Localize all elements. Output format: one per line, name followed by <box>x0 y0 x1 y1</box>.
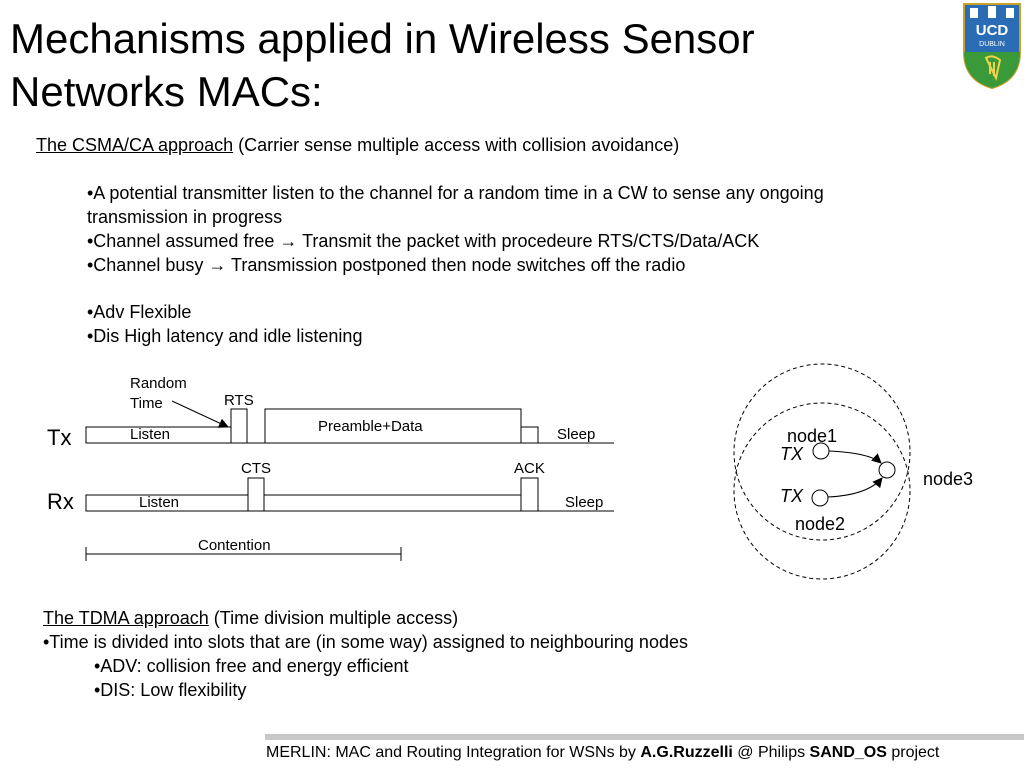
tdma-adv: •ADV: collision free and energy efficien… <box>94 656 409 676</box>
tdma-heading-line: The TDMA approach (Time division multipl… <box>43 606 458 630</box>
contention-bracket <box>85 547 402 561</box>
csma-bullet-1-cont: transmission in progress <box>87 207 283 227</box>
node1-range-circle <box>733 363 911 541</box>
cts-label: CTS <box>241 460 271 477</box>
cts-block <box>247 477 265 512</box>
tx-arrow-2 <box>827 477 883 498</box>
tdma-heading: The TDMA approach <box>43 608 209 628</box>
footer-author: A.G.Ruzzelli <box>640 744 733 761</box>
rts-block <box>230 408 248 444</box>
csma-adv: •Adv Flexible <box>87 302 192 322</box>
contention-label: Contention <box>198 537 271 554</box>
csma-heading: The CSMA/CA approach <box>36 135 234 155</box>
tx-label: Tx <box>47 425 71 450</box>
csma-bullet-3: •Channel busy → Transmission postponed t… <box>87 255 686 275</box>
footer: MERLIN: MAC and Routing Integration for … <box>266 743 939 763</box>
csma-bullet-2: •Channel assumed free → Transmit the pac… <box>87 231 760 251</box>
random-time-label-2: Time <box>130 395 163 412</box>
node-diagram <box>733 363 911 580</box>
footer-project: SAND_OS <box>809 744 887 761</box>
csma-dis: •Dis High latency and idle listening <box>87 326 363 346</box>
logo-text-ucd: UCD <box>976 22 1009 39</box>
tdma-bullet: •Time is divided into slots that are (in… <box>43 632 688 652</box>
tdma-heading-rest: (Time division multiple access) <box>208 608 459 628</box>
logo-text-dublin: DUBLIN <box>979 41 1005 48</box>
tx-sleep-label: Sleep <box>557 426 595 443</box>
node3-label: node3 <box>923 469 973 489</box>
rx-listen-label: Listen <box>139 494 179 511</box>
tx1-label: TX <box>780 444 804 464</box>
node3-circle <box>878 461 896 479</box>
ack-block <box>520 477 539 512</box>
tx-listen-label: Listen <box>130 426 170 443</box>
tdma-dis: •DIS: Low flexibility <box>94 680 247 700</box>
tx-timeline <box>85 408 614 444</box>
rx-sleep-label: Sleep <box>565 494 603 511</box>
tx-small-segment <box>520 426 539 444</box>
preamble-label: Preamble+Data <box>318 418 423 435</box>
ucd-logo: UCD DUBLIN <box>963 3 1021 90</box>
footer-divider <box>265 734 1024 740</box>
rx-label: Rx <box>47 489 74 514</box>
harp-crest-icon <box>984 55 1002 81</box>
footer-part2: @ Philips <box>732 744 810 761</box>
ack-label: ACK <box>514 460 545 477</box>
tx-arrow-1 <box>828 450 882 464</box>
node2-label: node2 <box>795 514 845 534</box>
node2-circle <box>811 489 829 507</box>
slide-title: Mechanisms applied in Wireless Sensor Ne… <box>10 15 755 115</box>
rx-timeline <box>85 477 614 512</box>
csma-heading-rest: (Carrier sense multiple access with coll… <box>233 135 680 155</box>
random-time-arrow <box>171 400 229 428</box>
csma-heading-line: The CSMA/CA approach (Carrier sense mult… <box>36 133 679 157</box>
footer-part1: MERLIN: MAC and Routing Integration for … <box>266 744 641 761</box>
random-time-label-1: Random <box>130 375 187 392</box>
footer-part3: project <box>886 744 940 761</box>
node1-label: node1 <box>787 426 837 446</box>
tx2-label: TX <box>780 486 804 506</box>
node2-range-circle <box>733 402 911 580</box>
rts-label: RTS <box>224 392 254 409</box>
csma-bullet-1: •A potential transmitter listen to the c… <box>87 183 824 203</box>
